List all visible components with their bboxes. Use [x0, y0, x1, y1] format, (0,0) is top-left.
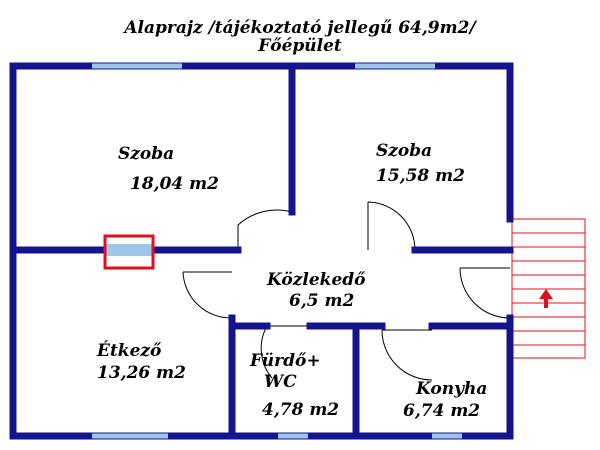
room-name: Étkező [96, 340, 162, 361]
room-name: Szoba [118, 144, 174, 164]
room-area: 13,26 m2 [97, 363, 186, 383]
room-area: 6,5 m2 [289, 291, 354, 311]
room-area: 4,78 m2 [262, 400, 339, 420]
room-area: 15,58 m2 [376, 166, 465, 186]
room-name: Fürdő+ [249, 351, 321, 371]
door-swings [182, 201, 511, 381]
room-konyha: Konyha 6,74 m2 [403, 379, 487, 421]
room-szoba-1: Szoba 18,04 m2 [118, 144, 219, 194]
room-name: Szoba [376, 141, 432, 161]
room-furdo: Fürdő+ WC 4,78 m2 [249, 351, 339, 420]
room-szoba-2: Szoba 15,58 m2 [376, 141, 465, 186]
windows [92, 63, 462, 439]
room-kozlekedo: Közlekedő 6,5 m2 [266, 270, 366, 311]
plan-subtitle: Főépület [257, 36, 342, 56]
entrance-arrow-icon [539, 289, 553, 308]
plan-title: Alaprajz /tájékoztató jellegű 64,9m2/ [122, 18, 477, 38]
room-area: 6,74 m2 [403, 401, 480, 421]
entrance-stairs [511, 218, 586, 359]
room-name: Közlekedő [266, 270, 366, 290]
room-name-line2: WC [264, 372, 297, 392]
room-area: 18,04 m2 [130, 174, 219, 194]
room-name: Konyha [415, 379, 487, 399]
room-etkezo: Étkező 13,26 m2 [96, 340, 186, 383]
chimney [103, 234, 155, 270]
